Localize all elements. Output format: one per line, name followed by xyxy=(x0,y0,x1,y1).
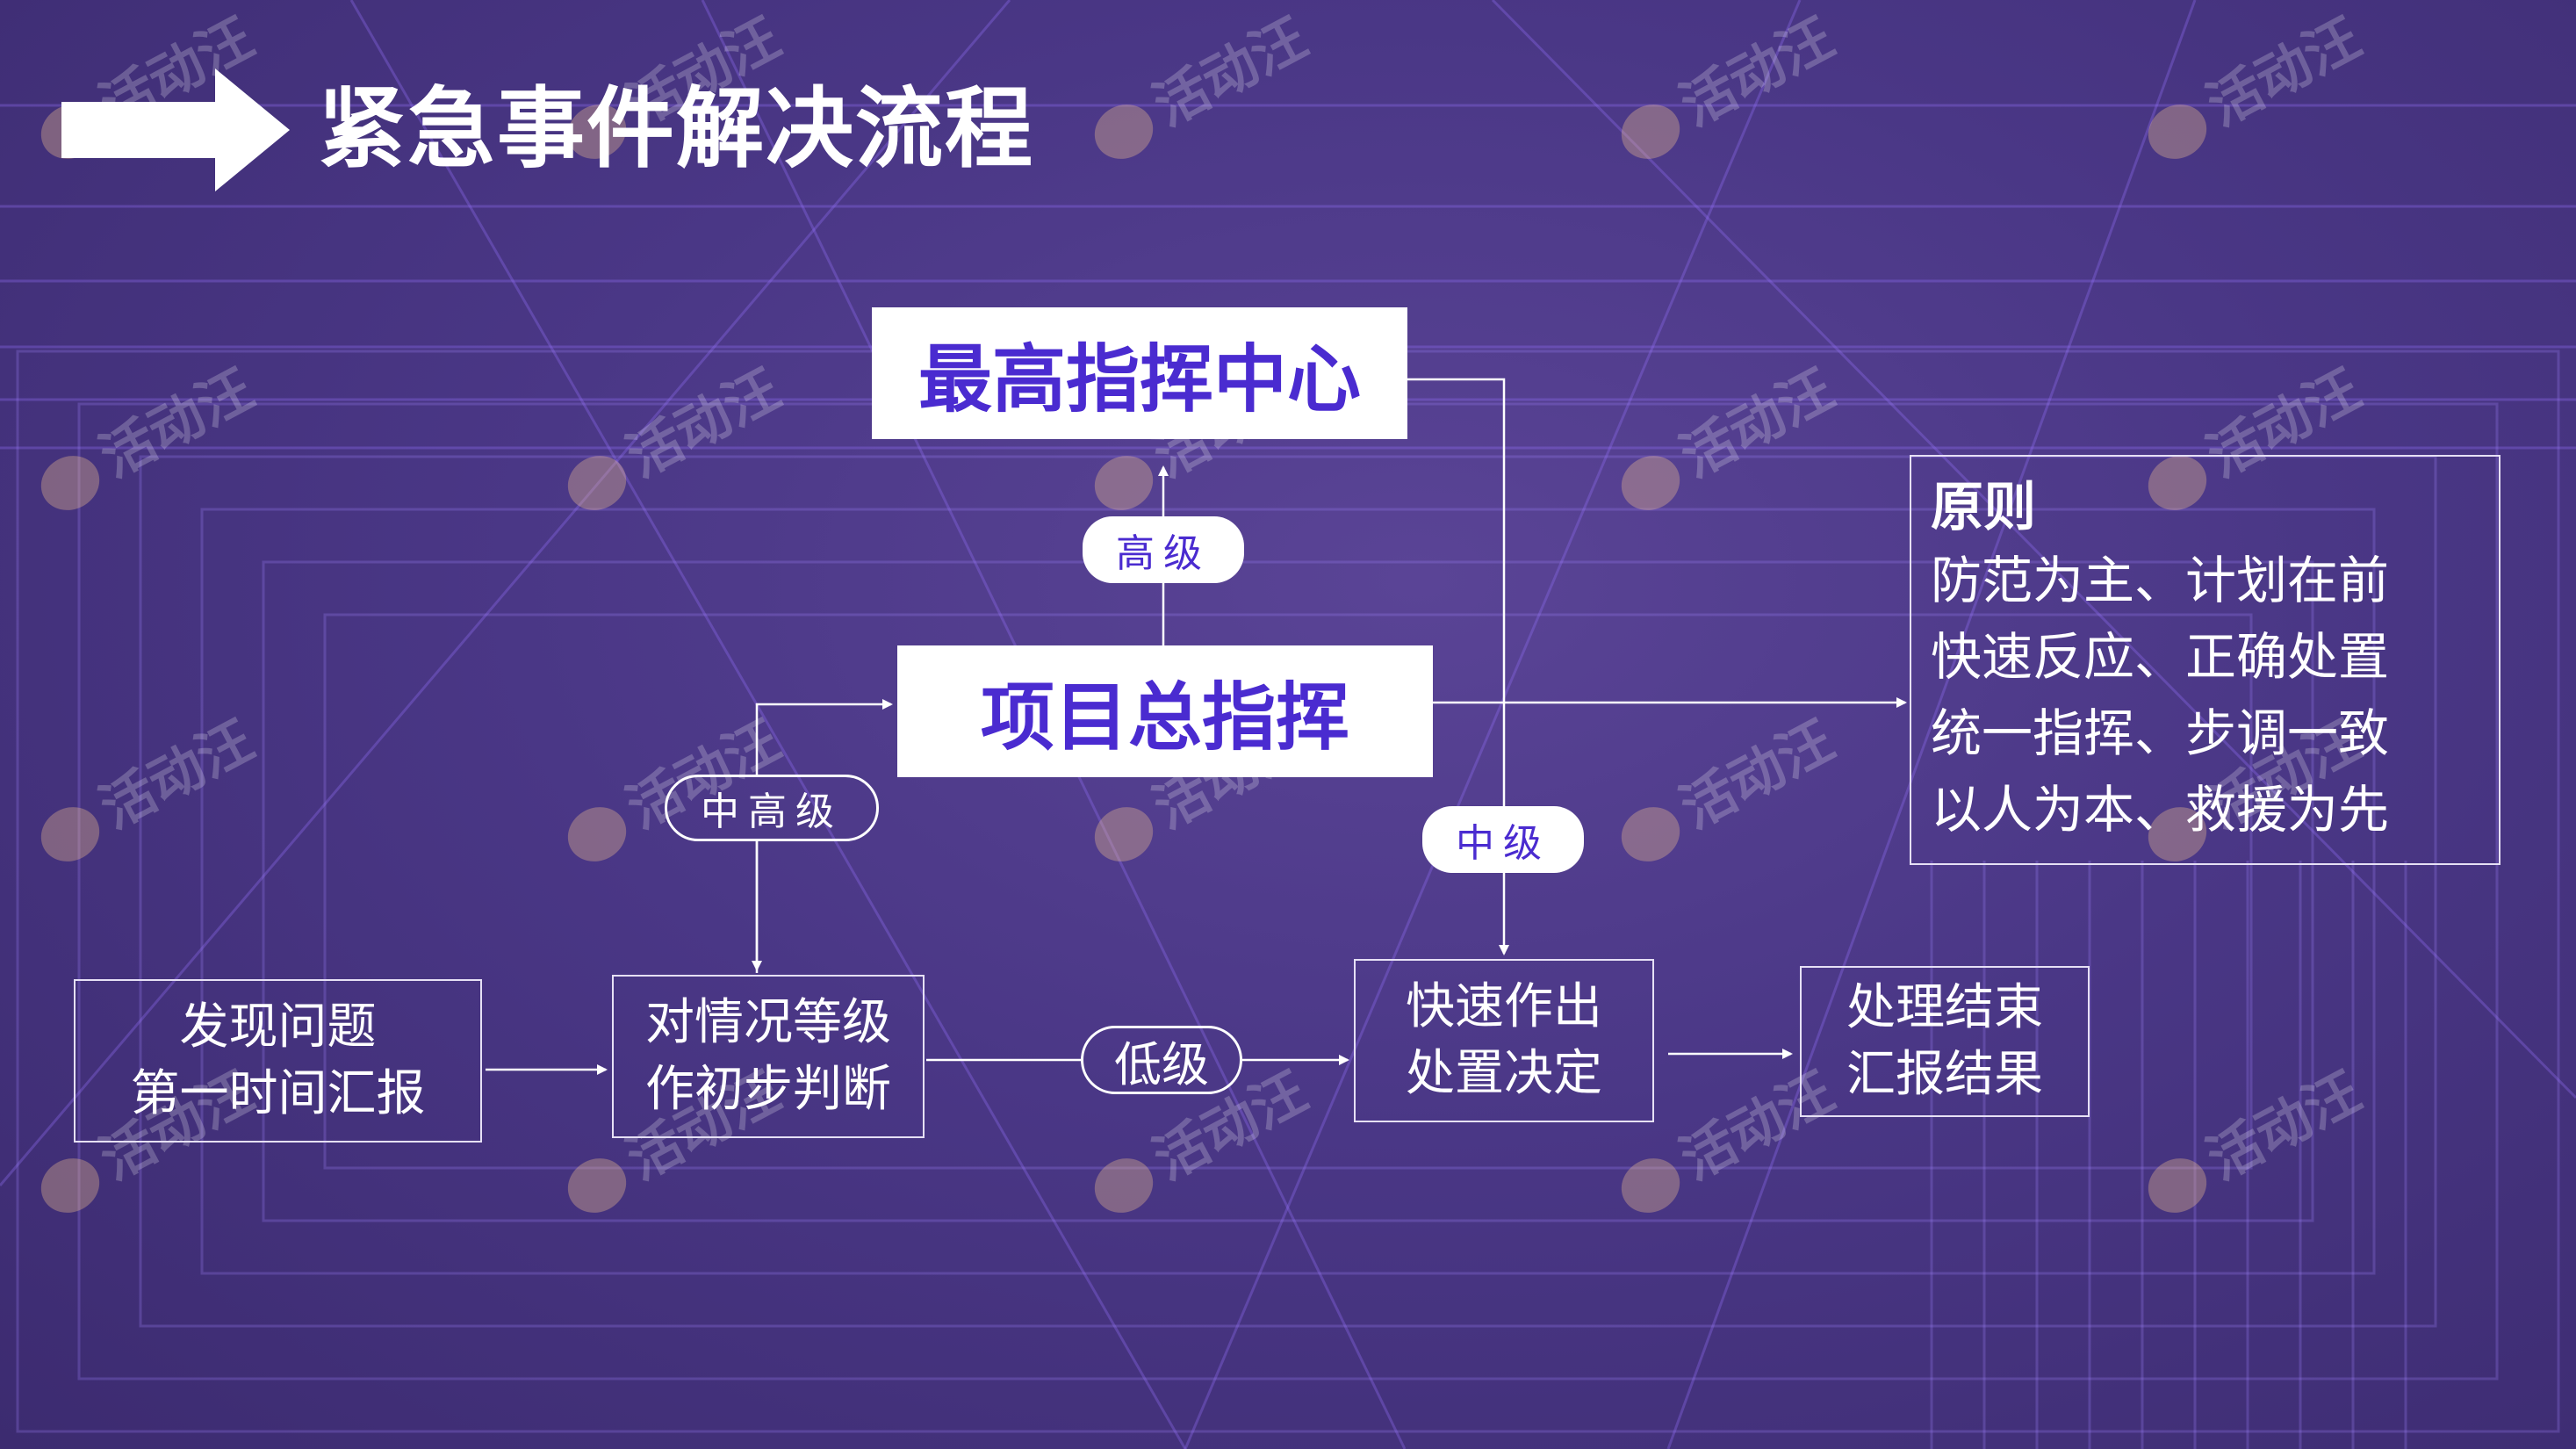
title-arrow-icon xyxy=(61,68,290,191)
principle-line: 统一指挥、步调一致 xyxy=(1931,703,2390,763)
step-find-line1: 发现问题 xyxy=(179,998,377,1056)
page-title: 紧急事件解决流程 xyxy=(318,77,1034,180)
level-mid-label: 中级 xyxy=(1422,806,1584,873)
step-end-line2: 汇报结果 xyxy=(1846,1046,2043,1103)
step-finish-report: 处理结束 汇报结果 xyxy=(1800,966,2090,1117)
step-judge-line1: 对情况等级 xyxy=(645,994,891,1051)
level-mid-high-label: 中高级 xyxy=(665,775,879,841)
command-center-box: 最高指挥中心 xyxy=(872,307,1407,439)
step-decide-line2: 处置决定 xyxy=(1406,1045,1602,1102)
step-find-problem: 发现问题 第一时间汇报 xyxy=(74,979,482,1143)
level-high-label: 高级 xyxy=(1083,516,1244,583)
level-low-label: 低级 xyxy=(1081,1026,1242,1094)
principle-line: 防范为主、计划在前 xyxy=(1931,551,2390,610)
principle-line: 快速反应、正确处置 xyxy=(1931,627,2390,687)
step-judge-line2: 作初步判断 xyxy=(645,1061,891,1118)
step-end-line1: 处理结束 xyxy=(1846,979,2043,1036)
step-quick-decision: 快速作出 处置决定 xyxy=(1354,959,1654,1122)
principle-line: 以人为本、救援为先 xyxy=(1931,780,2390,840)
step-decide-line1: 快速作出 xyxy=(1406,978,1602,1035)
step-find-line2: 第一时间汇报 xyxy=(130,1065,426,1122)
step-initial-judgment: 对情况等级 作初步判断 xyxy=(612,975,925,1138)
principles-title: 原则 xyxy=(1931,477,2036,538)
project-commander-box: 项目总指挥 xyxy=(897,645,1433,777)
principles-box: 原则 防范为主、计划在前 快速反应、正确处置 统一指挥、步调一致 以人为本、救援… xyxy=(1910,455,2500,865)
